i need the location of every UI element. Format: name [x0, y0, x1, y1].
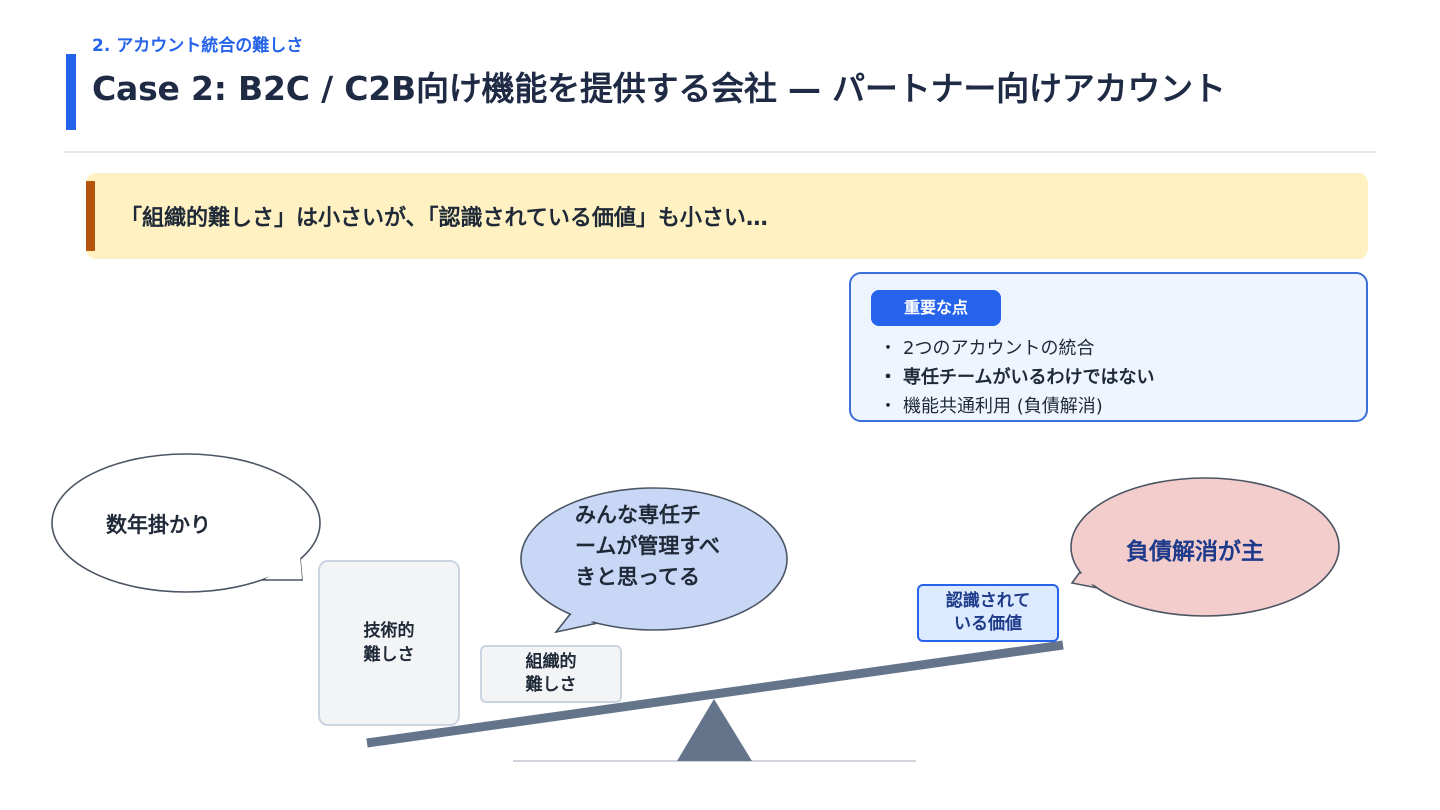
key-message-banner: 「組織的難しさ」は小さいが、「認識されている価値」も小さい…: [86, 173, 1368, 259]
bubble-text-debt: 負債解消が主: [1126, 539, 1264, 565]
bubble-text-everyone: みんな専任チームが管理すべきと思ってる: [575, 503, 720, 589]
organizational-difficulty-block: 組織的 難しさ: [480, 645, 622, 703]
technical-difficulty-label: 技術的 難しさ: [363, 621, 415, 665]
important-points-list: ・2つのアカウントの統合 ・専任チームがいるわけではない ・機能共通利用 (負債…: [879, 334, 1154, 421]
banner-accent-bar: [86, 181, 95, 251]
important-points-box: 重要な点 ・2つのアカウントの統合 ・専任チームがいるわけではない ・機能共通利…: [849, 272, 1368, 422]
bubble-text-years: 数年掛かり: [106, 513, 211, 537]
point-text: 専任チームがいるわけではない: [903, 367, 1155, 388]
banner-text: 「組織的難しさ」は小さいが、「認識されている価値」も小さい…: [120, 206, 768, 231]
bullet: ・: [879, 367, 897, 388]
perceived-value-block: 認識されて いる価値: [917, 584, 1059, 642]
page-title: Case 2: B2C / C2B向け機能を提供する会社 — パートナー向けアカ…: [92, 69, 1226, 108]
perceived-value-label: 認識されて いる価値: [945, 591, 1031, 634]
list-item: ・機能共通利用 (負債解消): [879, 392, 1154, 421]
list-item: ・専任チームがいるわけではない: [879, 363, 1154, 392]
organizational-difficulty-label: 組織的 難しさ: [525, 652, 577, 695]
title-accent-bar: [66, 54, 76, 130]
point-text: 機能共通利用 (負債解消): [903, 396, 1103, 417]
speech-bubble-everyone: [520, 487, 788, 634]
bullet: ・: [879, 338, 897, 359]
speech-bubble-debt: [1070, 477, 1340, 617]
scale-beam: [366, 640, 1064, 748]
header-divider: [64, 151, 1376, 153]
bullet: ・: [879, 396, 897, 417]
technical-difficulty-block: 技術的 難しさ: [318, 560, 460, 726]
section-label: 2. アカウント統合の難しさ: [92, 36, 304, 56]
fulcrum: [677, 699, 752, 761]
speech-bubble-years: [51, 453, 321, 593]
point-text: 2つのアカウントの統合: [903, 338, 1095, 359]
list-item: ・ 2つのアカウントの統合: [879, 334, 1154, 363]
important-points-badge: 重要な点: [871, 290, 1001, 326]
